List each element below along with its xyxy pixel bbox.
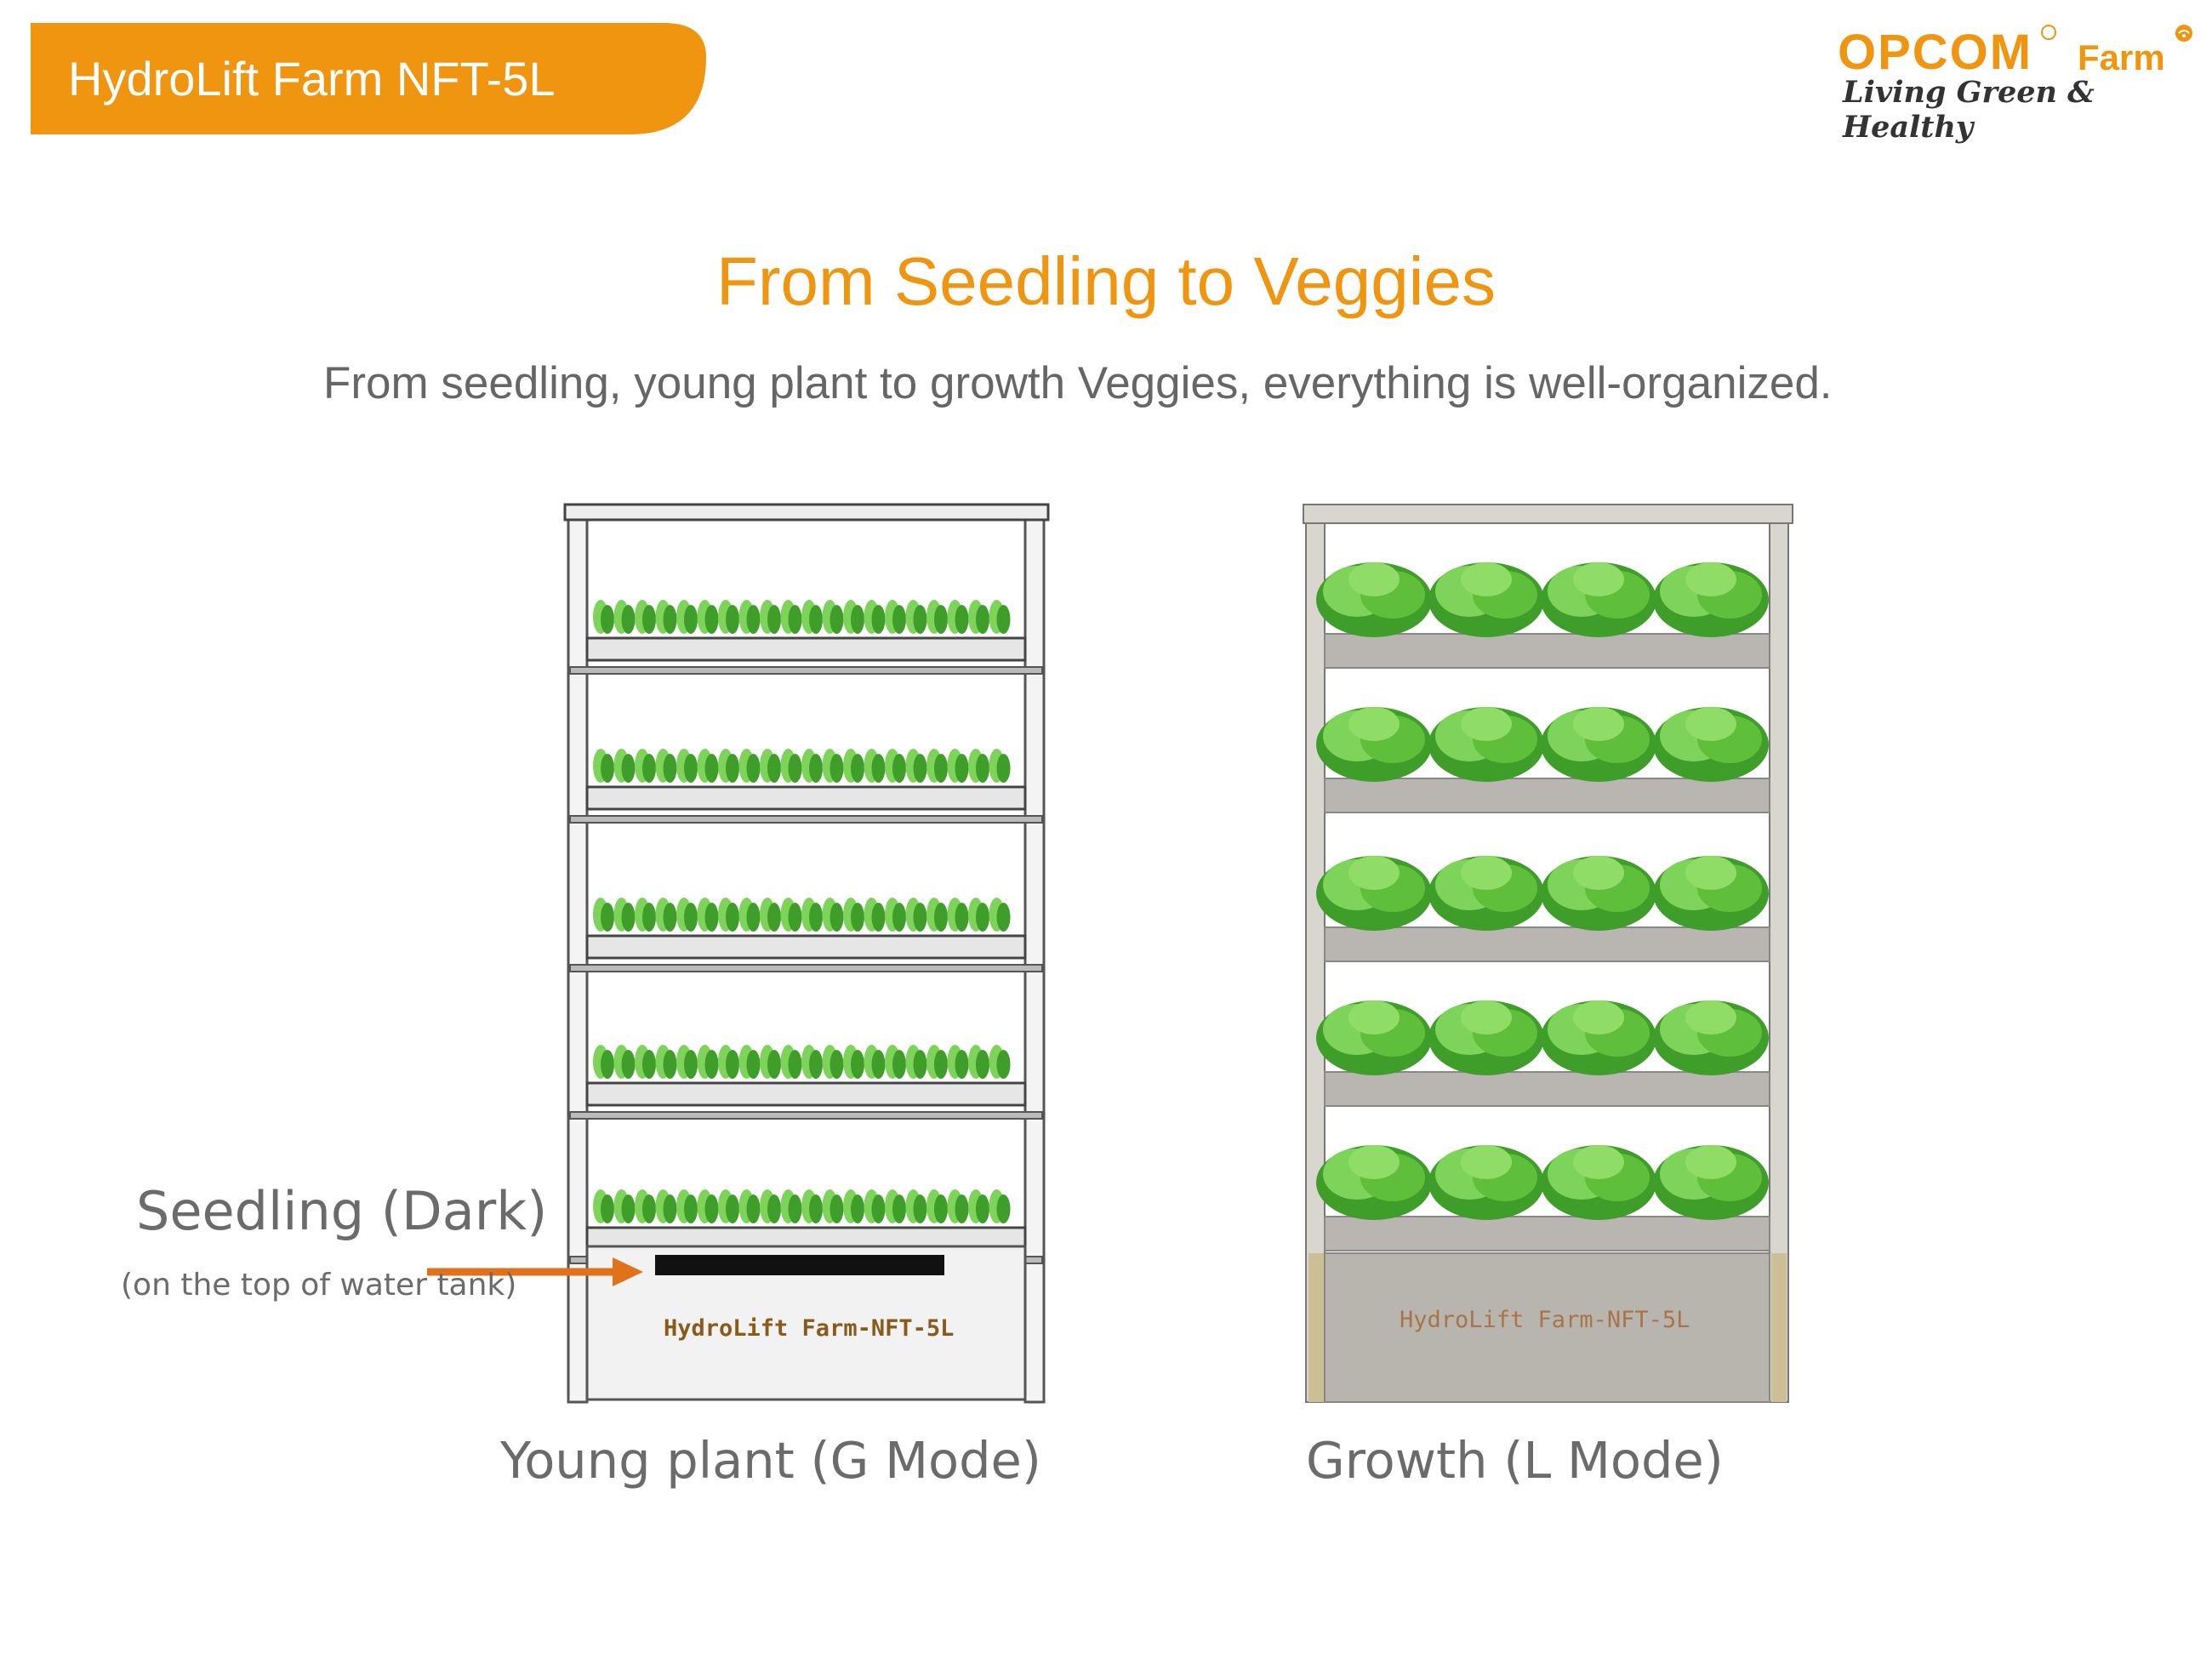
seedling-callout-note: (on the top of water tank): [121, 1268, 517, 1303]
logo-suffix: Farm: [2078, 37, 2165, 77]
rack-frame: [1303, 504, 1793, 1403]
seedling-callout-title: Seedling (Dark): [136, 1180, 548, 1242]
logo-tagline: Living Green & Healthy: [1843, 75, 2095, 145]
tank-label: HydroLift Farm-NFT-5L: [1400, 1307, 1690, 1333]
seedling-tray: [655, 1255, 944, 1275]
page-title: From Seedling to Veggies: [715, 243, 1497, 319]
registered-icon: [2041, 25, 2056, 40]
young-plant-caption: Young plant (G Mode): [500, 1431, 1041, 1490]
young-plant-rack-illustration: HydroLift Farm-NFT-5L: [563, 503, 1050, 1404]
tank-label: HydroLift Farm-NFT-5L: [664, 1315, 954, 1342]
growth-rack-illustration: HydroLift Farm-NFT-5L: [1303, 504, 1793, 1403]
opcom-farm-logo: OPCOM Farm Living Green & Healthy: [1838, 24, 2195, 145]
wifi-icon: [2175, 25, 2192, 42]
header-tab: [31, 23, 706, 134]
page-subtitle: From seedling, young plant to growth Veg…: [323, 358, 1833, 408]
logo-brand: OPCOM: [1838, 25, 2033, 80]
header-title: HydroLift Farm NFT-5L: [68, 52, 556, 105]
growth-caption: Growth (L Mode): [1306, 1431, 1724, 1490]
lettuce-rows: [1316, 562, 1769, 1220]
arrow-right-icon: [427, 1257, 643, 1286]
seedling-rows: [593, 600, 1011, 1223]
